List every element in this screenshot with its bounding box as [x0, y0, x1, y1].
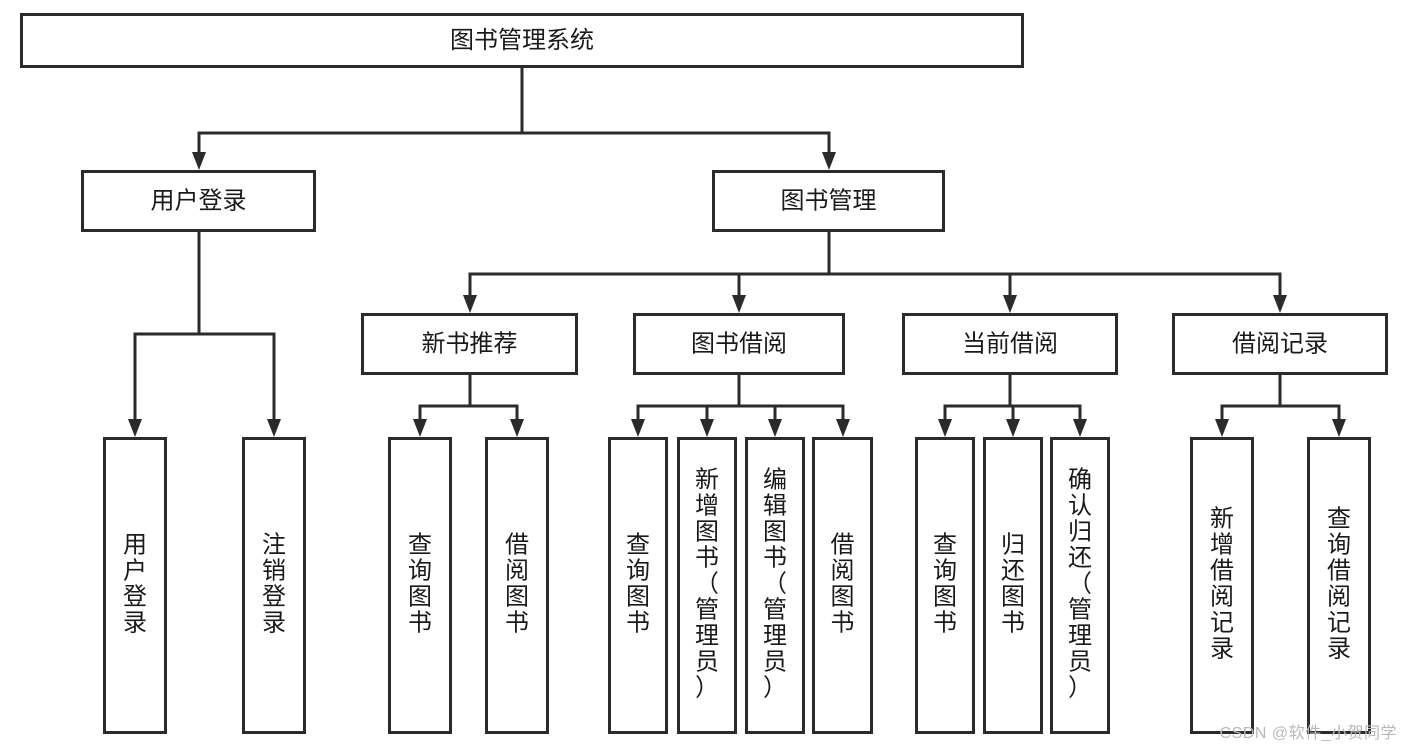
edge-user-login-to-leaf-logout — [197, 232, 281, 437]
node-current-borrow[interactable]: 当前借阅 — [902, 313, 1118, 375]
node-box — [242, 437, 306, 734]
node-box — [745, 437, 805, 734]
node-leaf-edit-book[interactable]: 编辑图书（管理员） — [745, 437, 805, 734]
node-leaf-query-2[interactable]: 查询图书 — [608, 437, 668, 734]
node-leaf-query-rec[interactable]: 查询借阅记录 — [1307, 437, 1371, 734]
edge-root-to-user-login — [192, 68, 524, 170]
arrow-head-icon — [510, 419, 524, 437]
node-label: 查询图书 — [933, 532, 957, 637]
edge-new-book-rec-to-leaf-query-1 — [413, 375, 472, 437]
node-label: 用户登录 — [151, 187, 247, 214]
edge-book-borrow-to-leaf-add-book — [700, 375, 741, 437]
node-label: 查询借阅记录 — [1327, 506, 1351, 663]
arrow-head-icon — [1073, 419, 1087, 437]
node-label: 借阅图书 — [831, 532, 855, 637]
node-box — [677, 437, 737, 734]
node-box — [812, 437, 873, 734]
node-leaf-borrow-1[interactable]: 借阅图书 — [485, 437, 549, 734]
arrow-head-icon — [631, 419, 645, 437]
node-label: 查询图书 — [408, 532, 432, 637]
node-label: 图书管理系统 — [450, 27, 594, 54]
edge-current-borrow-to-leaf-query-3 — [938, 375, 1012, 437]
arrow-head-icon — [822, 152, 836, 170]
node-label: 图书管理 — [781, 187, 877, 214]
edge-book-borrow-to-leaf-borrow-2 — [737, 375, 850, 437]
edge-new-book-rec-to-leaf-borrow-1 — [468, 375, 524, 437]
node-box — [1050, 437, 1110, 734]
node-label: 借阅图书 — [505, 532, 529, 637]
node-label: 编辑图书（管理员） — [763, 467, 787, 702]
node-label: 用户登录 — [123, 532, 147, 637]
node-leaf-add-rec[interactable]: 新增借阅记录 — [1190, 437, 1254, 734]
node-box — [983, 437, 1043, 734]
node-box — [608, 437, 668, 734]
arrow-head-icon — [463, 295, 477, 313]
node-label: 确认归还（管理员） — [1068, 467, 1092, 702]
node-label: 归还图书 — [1001, 532, 1025, 637]
node-box — [81, 170, 316, 232]
arrow-head-icon — [836, 419, 850, 437]
node-box — [902, 313, 1118, 375]
nodes-layer: 图书管理系统用户登录图书管理新书推荐图书借阅当前借阅借阅记录用户登录注销登录查询… — [20, 13, 1388, 734]
node-box — [103, 437, 167, 734]
node-box — [485, 437, 549, 734]
node-label: 查询图书 — [626, 532, 650, 637]
node-label: 借阅记录 — [1232, 330, 1328, 357]
node-book-borrow[interactable]: 图书借阅 — [633, 313, 845, 375]
node-box — [1190, 437, 1254, 734]
node-label: 新增图书（管理员） — [695, 467, 719, 702]
node-box — [361, 313, 578, 375]
edge-book-manage-to-book-borrow — [732, 232, 831, 313]
node-label: 图书借阅 — [691, 330, 787, 357]
arrow-head-icon — [267, 419, 281, 437]
edges-layer — [128, 68, 1346, 437]
node-label: 当前借阅 — [962, 330, 1058, 357]
arrow-head-icon — [768, 419, 782, 437]
edge-book-manage-to-borrow-record — [827, 232, 1287, 313]
arrow-head-icon — [413, 419, 427, 437]
arrow-head-icon — [1006, 419, 1020, 437]
node-box — [633, 313, 845, 375]
arrow-head-icon — [1332, 419, 1346, 437]
node-label: 注销登录 — [262, 532, 286, 637]
node-leaf-add-book[interactable]: 新增图书（管理员） — [677, 437, 737, 734]
node-box — [388, 437, 452, 734]
arrow-head-icon — [192, 152, 206, 170]
arrow-head-icon — [938, 419, 952, 437]
arrow-head-icon — [1273, 295, 1287, 313]
node-box — [20, 13, 1024, 68]
node-leaf-return[interactable]: 归还图书 — [983, 437, 1043, 734]
node-leaf-logout[interactable]: 注销登录 — [242, 437, 306, 734]
node-label: 新书推荐 — [422, 330, 518, 357]
edge-borrow-record-to-leaf-query-rec — [1278, 375, 1346, 437]
node-book-manage[interactable]: 图书管理 — [712, 170, 945, 232]
arrow-head-icon — [128, 419, 142, 437]
node-leaf-query-1[interactable]: 查询图书 — [388, 437, 452, 734]
arrow-head-icon — [1003, 295, 1017, 313]
arrow-head-icon — [732, 295, 746, 313]
arrow-head-icon — [1215, 419, 1229, 437]
node-new-book-rec[interactable]: 新书推荐 — [361, 313, 578, 375]
node-user-login[interactable]: 用户登录 — [81, 170, 316, 232]
node-leaf-query-3[interactable]: 查询图书 — [915, 437, 975, 734]
arrow-head-icon — [700, 419, 714, 437]
node-box — [712, 170, 945, 232]
node-box — [1307, 437, 1371, 734]
node-box — [1172, 313, 1388, 375]
node-leaf-confirm[interactable]: 确认归还（管理员） — [1050, 437, 1110, 734]
edge-borrow-record-to-leaf-add-rec — [1215, 375, 1282, 437]
node-label: 新增借阅记录 — [1210, 506, 1234, 663]
edge-user-login-to-leaf-user-login — [128, 232, 201, 437]
node-borrow-record[interactable]: 借阅记录 — [1172, 313, 1388, 375]
node-leaf-user-login[interactable]: 用户登录 — [103, 437, 167, 734]
edge-root-to-book-manage — [520, 68, 836, 170]
node-leaf-borrow-2[interactable]: 借阅图书 — [812, 437, 873, 734]
node-root[interactable]: 图书管理系统 — [20, 13, 1024, 68]
edge-current-borrow-to-leaf-confirm — [1008, 375, 1087, 437]
node-box — [915, 437, 975, 734]
